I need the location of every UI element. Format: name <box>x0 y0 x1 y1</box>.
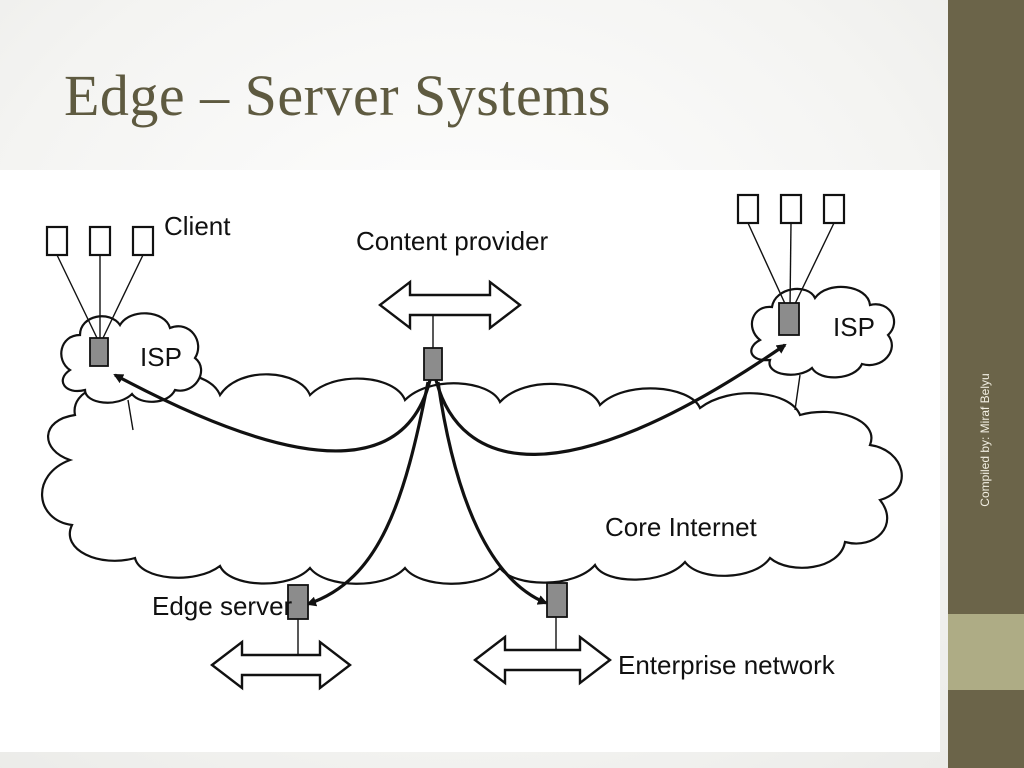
distribution-curves <box>113 343 787 607</box>
content-provider-arrow <box>378 279 522 331</box>
enterprise-network-label: Enterprise network <box>618 650 836 680</box>
isp-right-label: ISP <box>833 312 875 342</box>
edge-server-label: Edge server <box>152 591 293 621</box>
isp-left-link <box>127 399 134 431</box>
client-label: Client <box>164 211 231 241</box>
edge-server-diagram: Client Content provider ISP ISP Core Int… <box>0 170 940 752</box>
isp-right-link <box>794 374 801 411</box>
core-internet-label: Core Internet <box>605 512 758 542</box>
edge-server-node <box>287 584 309 620</box>
enterprise-node <box>546 582 568 618</box>
sidebar-accent-block <box>948 614 1024 690</box>
diagram-canvas: Client Content provider ISP ISP Core Int… <box>41 193 903 691</box>
content-provider-node <box>423 347 443 381</box>
client-terminals-left <box>45 225 155 339</box>
isp-right-node <box>778 302 800 336</box>
enterprise-network-arrow <box>473 634 612 686</box>
author-footer: Compiled by: Miraf Belyu <box>978 373 992 507</box>
edge-server-arrow <box>210 639 352 691</box>
content-provider-label: Content provider <box>356 226 549 256</box>
isp-left-label: ISP <box>140 342 182 372</box>
slide-title: Edge – Server Systems <box>64 63 611 128</box>
core-internet-cloud <box>41 373 903 585</box>
client-terminals-right <box>736 193 846 309</box>
isp-left-node <box>89 337 109 367</box>
